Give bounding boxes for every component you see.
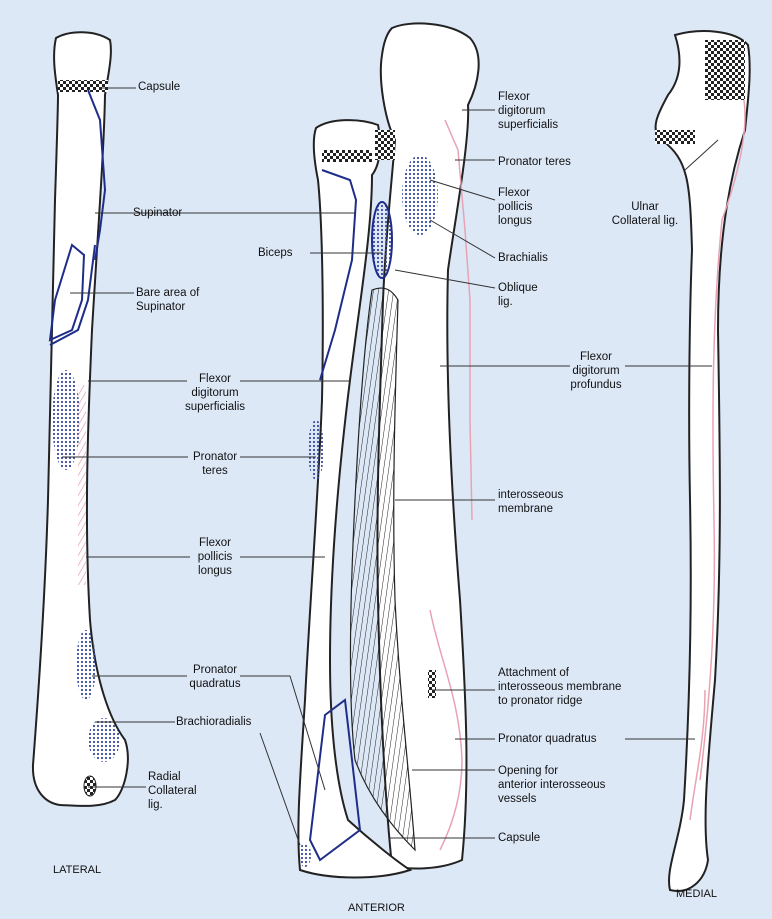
label-fdp: Flexor digitorum profundus <box>556 350 636 392</box>
brachioradialis-anterior-area <box>299 843 311 867</box>
label-fds-right-line1: Flexor <box>498 90 558 104</box>
label-fpl-right-line2: pollicis <box>498 200 533 214</box>
label-bare-area: Bare area of Supinator <box>136 286 199 314</box>
label-pq-left-line2: quadratus <box>180 677 250 691</box>
view-label-anterior: ANTERIOR <box>348 902 405 914</box>
label-fds-right-line3: superficialis <box>498 118 558 132</box>
label-ulnar-collateral-line1: Ulnar <box>590 200 700 214</box>
label-attachment: Attachment of interosseous membrane to p… <box>498 666 621 708</box>
label-fdp-line2: digitorum <box>556 364 636 378</box>
lateral-brachioradialis-area <box>88 718 120 762</box>
label-interosseous-line1: interosseous <box>498 488 563 502</box>
label-pq-right: Pronator quadratus <box>498 732 596 746</box>
lateral-fpl-area <box>78 385 86 585</box>
label-fds-left-line1: Flexor <box>180 372 250 386</box>
label-fpl-left-line2: pollicis <box>180 550 250 564</box>
label-pronator-teres-left: Pronator teres <box>180 450 250 478</box>
label-attachment-line1: Attachment of <box>498 666 621 680</box>
pronator-teres-anterior-area <box>308 420 324 480</box>
label-brachialis: Brachialis <box>498 251 548 265</box>
label-radial-collateral-line2: Collateral <box>148 784 197 798</box>
label-fds-left-line2: digitorum <box>180 386 250 400</box>
label-capsule-bottom: Capsule <box>498 831 540 845</box>
view-label-lateral: LATERAL <box>53 864 101 876</box>
medial-ulnar-collateral-area <box>655 130 695 144</box>
label-pronator-teres-left-line2: teres <box>180 464 250 478</box>
label-pq-left: Pronator quadratus <box>180 663 250 691</box>
coronoid-capsule-area <box>375 130 395 160</box>
label-attachment-line3: to pronator ridge <box>498 694 621 708</box>
label-opening-line3: vessels <box>498 792 605 806</box>
label-oblique: Oblique lig. <box>498 281 538 309</box>
label-attachment-line2: interosseous membrane <box>498 680 621 694</box>
lateral-pronator-quadratus-area <box>76 630 96 700</box>
label-fds-right: Flexor digitorum superficialis <box>498 90 558 132</box>
medial-olecranon-area <box>705 40 745 100</box>
label-fds-left: Flexor digitorum superficialis <box>180 372 250 414</box>
biceps-tuberosity <box>372 202 392 278</box>
label-brachioradialis: Brachioradialis <box>176 715 251 729</box>
label-fpl-left-line1: Flexor <box>180 536 250 550</box>
label-opening-line2: anterior interosseous <box>498 778 605 792</box>
label-fpl-right-line3: longus <box>498 214 533 228</box>
lateral-capsule-area <box>58 80 108 92</box>
label-pronator-teres-right: Pronator teres <box>498 155 571 169</box>
label-biceps: Biceps <box>258 246 293 260</box>
label-fds-left-line3: superficialis <box>180 400 250 414</box>
label-radial-collateral-line3: lig. <box>148 798 197 812</box>
pronator-ridge-attachment <box>428 670 436 698</box>
label-fpl-left-line3: longus <box>180 564 250 578</box>
label-opening: Opening for anterior interosseous vessel… <box>498 764 605 806</box>
label-opening-line1: Opening for <box>498 764 605 778</box>
label-radial-collateral-line1: Radial <box>148 770 197 784</box>
label-fpl-left: Flexor pollicis longus <box>180 536 250 578</box>
lateral-radial-styloid <box>84 776 96 796</box>
label-oblique-line1: Oblique <box>498 281 538 295</box>
label-ulnar-collateral: Ulnar Collateral lig. <box>590 200 700 228</box>
view-label-medial: MEDIAL <box>676 888 717 900</box>
label-pq-left-line1: Pronator <box>180 663 250 677</box>
lateral-pronator-teres-area <box>52 370 80 470</box>
label-bare-area-line1: Bare area of <box>136 286 199 300</box>
label-fds-right-line2: digitorum <box>498 104 558 118</box>
label-oblique-line2: lig. <box>498 295 538 309</box>
label-fdp-line3: profundus <box>556 378 636 392</box>
label-radial-collateral: Radial Collateral lig. <box>148 770 197 812</box>
brachialis-area <box>402 155 438 235</box>
label-interosseous: interosseous membrane <box>498 488 563 516</box>
label-capsule-top: Capsule <box>138 80 180 94</box>
label-interosseous-line2: membrane <box>498 502 563 516</box>
radial-head-capsule-area <box>322 150 372 162</box>
label-pronator-teres-left-line1: Pronator <box>180 450 250 464</box>
label-fpl-right: Flexor pollicis longus <box>498 186 533 228</box>
label-fdp-line1: Flexor <box>556 350 636 364</box>
label-bare-area-line2: Supinator <box>136 300 199 314</box>
label-ulnar-collateral-line2: Collateral lig. <box>590 214 700 228</box>
label-fpl-right-line1: Flexor <box>498 186 533 200</box>
label-supinator: Supinator <box>133 206 182 220</box>
